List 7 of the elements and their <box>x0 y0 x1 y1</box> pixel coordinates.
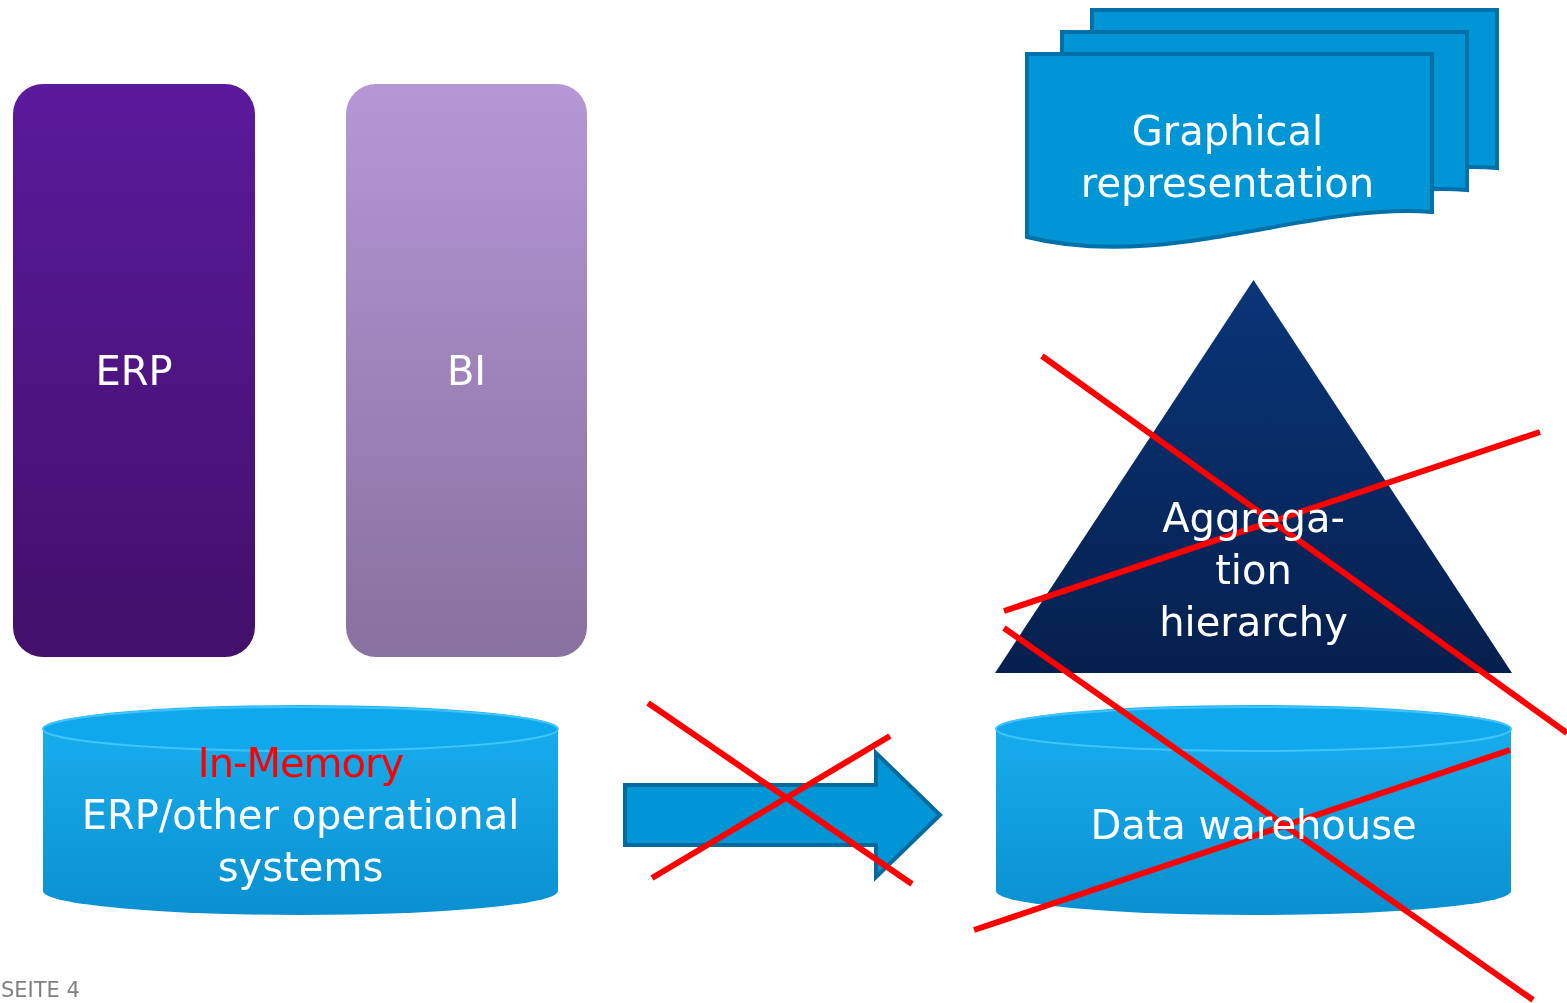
node-label: In-Memory <box>197 739 404 788</box>
page-number: SEITE 4 <box>1 978 80 1002</box>
node-label: ERP <box>95 346 173 396</box>
node-label: Graphical representation <box>1079 107 1376 208</box>
node-label: ERP/other operational systems <box>80 791 521 892</box>
node-label: BI <box>446 346 487 396</box>
block-arrow <box>623 748 943 882</box>
